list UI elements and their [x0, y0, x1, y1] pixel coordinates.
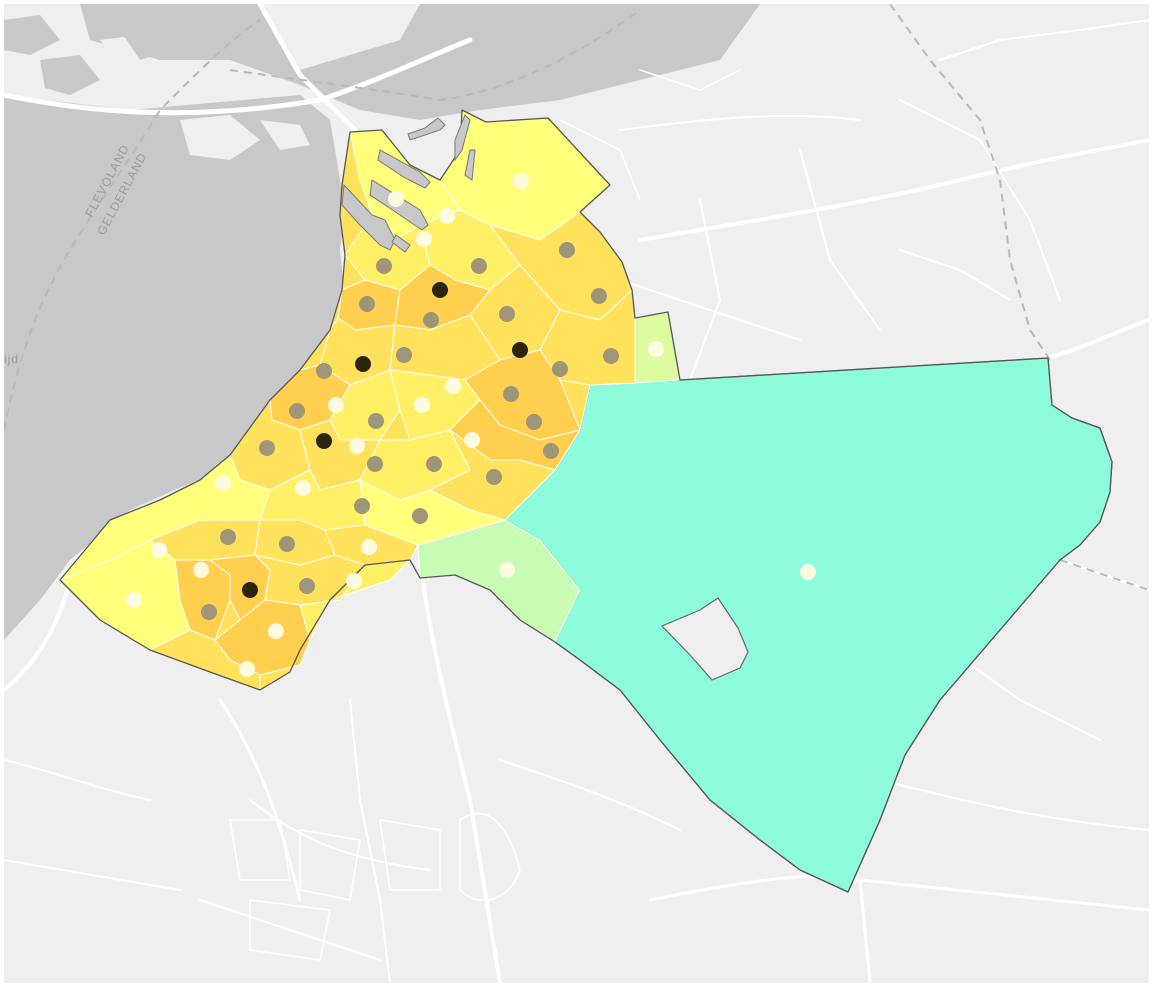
water-lake: [4, 95, 345, 640]
dot-black[interactable]: [512, 342, 528, 358]
dot-gray[interactable]: [259, 440, 275, 456]
admin-boundaries: [4, 4, 1149, 591]
dot-white[interactable]: [439, 208, 455, 224]
dot-white[interactable]: [346, 573, 362, 589]
dot-gray[interactable]: [396, 347, 412, 363]
dot-symbols: [126, 173, 816, 677]
dot-gray[interactable]: [526, 414, 542, 430]
dot-gray[interactable]: [354, 498, 370, 514]
dot-gray[interactable]: [552, 361, 568, 377]
dot-white[interactable]: [414, 397, 430, 413]
dot-gray[interactable]: [376, 258, 392, 274]
dot-gray[interactable]: [412, 508, 428, 524]
choropleth-districts: [59, 109, 1113, 893]
dot-white[interactable]: [416, 231, 432, 247]
dot-gray[interactable]: [499, 306, 515, 322]
dot-white[interactable]: [151, 542, 167, 558]
dot-gray[interactable]: [201, 604, 217, 620]
dot-white[interactable]: [295, 480, 311, 496]
dot-gray[interactable]: [289, 403, 305, 419]
dot-gray[interactable]: [471, 258, 487, 274]
dot-gray[interactable]: [359, 296, 375, 312]
dot-gray[interactable]: [220, 529, 236, 545]
dot-gray[interactable]: [367, 456, 383, 472]
dot-black[interactable]: [432, 282, 448, 298]
dot-gray[interactable]: [591, 288, 607, 304]
dot-white[interactable]: [215, 475, 231, 491]
dot-gray[interactable]: [368, 413, 384, 429]
dot-white[interactable]: [126, 592, 142, 608]
dot-gray[interactable]: [503, 386, 519, 402]
dot-white[interactable]: [445, 378, 461, 394]
district-sw10[interactable]: [299, 559, 411, 641]
dot-white[interactable]: [388, 191, 404, 207]
dot-gray[interactable]: [486, 469, 502, 485]
dot-white[interactable]: [193, 562, 209, 578]
map-canvas[interactable]: FLEVOLAND GELDERLAND ijd: [4, 4, 1149, 983]
dot-white[interactable]: [349, 438, 365, 454]
dot-gray[interactable]: [559, 242, 575, 258]
municipality-outline: [59, 109, 1113, 893]
dot-white[interactable]: [464, 432, 480, 448]
dot-gray[interactable]: [603, 348, 619, 364]
dot-white[interactable]: [328, 397, 344, 413]
dot-gray[interactable]: [426, 456, 442, 472]
dot-gray[interactable]: [316, 363, 332, 379]
roads: [4, 4, 1149, 983]
dot-gray[interactable]: [423, 312, 439, 328]
dot-white[interactable]: [239, 661, 255, 677]
dot-gray[interactable]: [543, 443, 559, 459]
dot-black[interactable]: [316, 433, 332, 449]
dot-white[interactable]: [268, 623, 284, 639]
dot-white[interactable]: [513, 173, 529, 189]
dot-white[interactable]: [800, 564, 816, 580]
dot-white[interactable]: [361, 539, 377, 555]
dot-gray[interactable]: [299, 578, 315, 594]
dot-black[interactable]: [355, 356, 371, 372]
dot-white[interactable]: [499, 562, 515, 578]
dot-gray[interactable]: [279, 536, 295, 552]
place-label-fragment: ijd: [4, 352, 19, 366]
district-c10[interactable]: [359, 479, 506, 546]
small-water-patches: [4, 15, 170, 95]
dot-white[interactable]: [648, 341, 664, 357]
dot-black[interactable]: [242, 582, 258, 598]
